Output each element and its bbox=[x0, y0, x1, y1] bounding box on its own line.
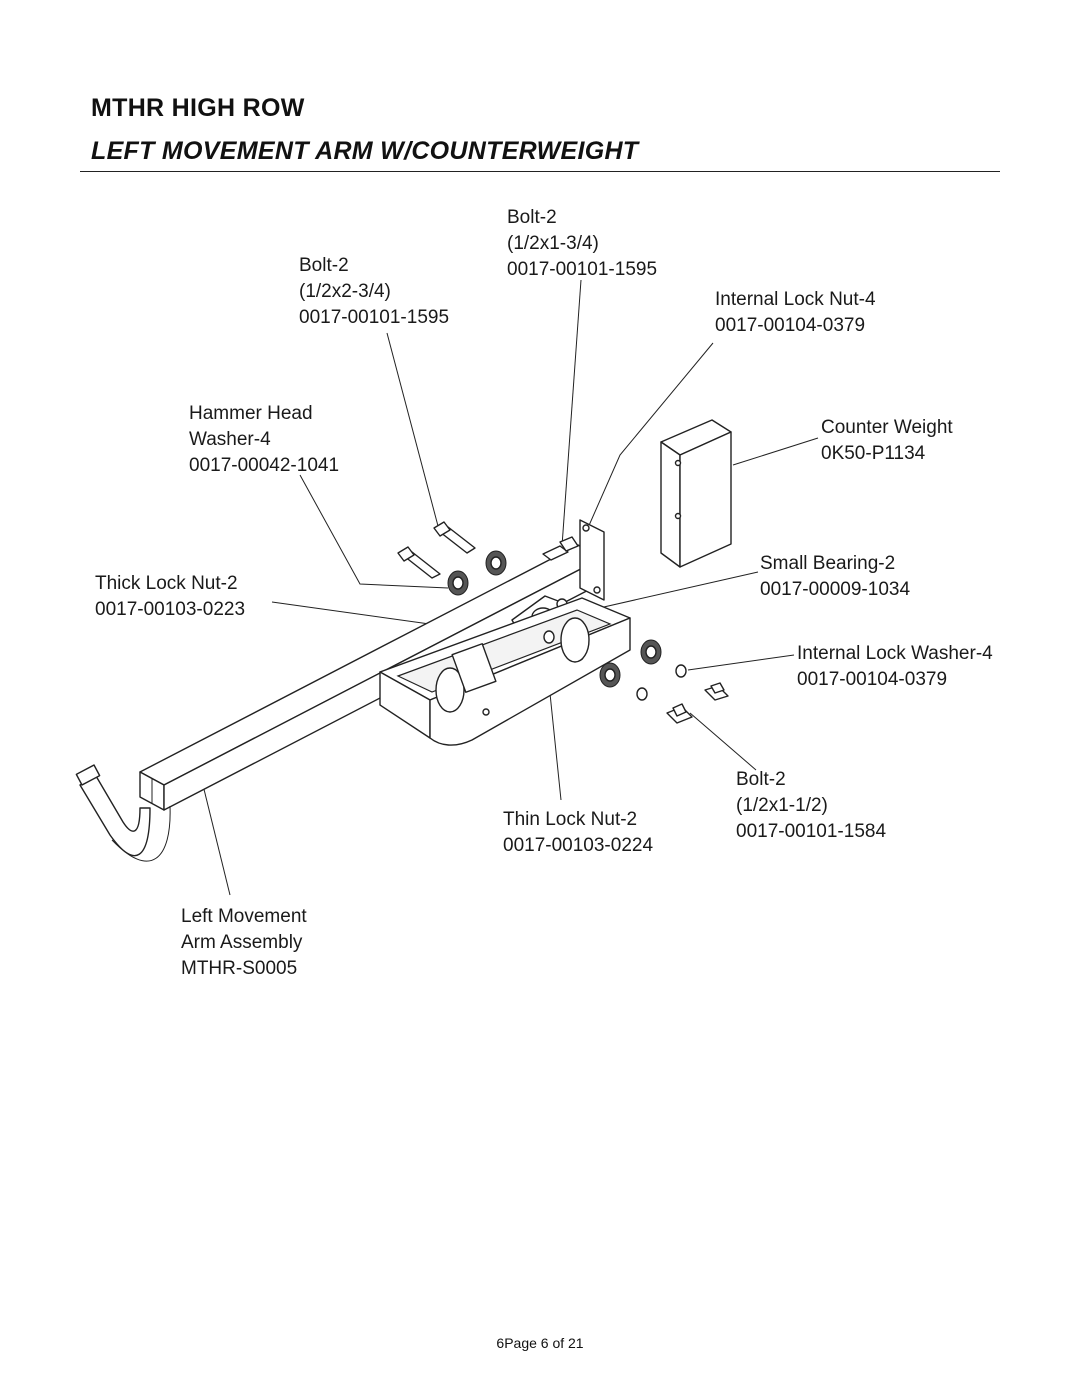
callout-thin-lock-nut-name: Thin Lock Nut-2 bbox=[503, 809, 638, 830]
page-subtitle: LEFT MOVEMENT ARM W/COUNTERWEIGHT bbox=[91, 137, 639, 165]
callout-left-movement-arm: Left Movement Arm Assembly MTHR-S0005 bbox=[181, 904, 307, 982]
arm-handle bbox=[75, 764, 171, 862]
callout-internal-lock-washer: Internal Lock Washer-4 0017-00104-0379 bbox=[797, 641, 993, 693]
callout-internal-lock-nut: Internal Lock Nut-4 0017-00104-0379 bbox=[715, 287, 876, 339]
callout-bolt-left: Bolt-2 (1/2x2-3/4) 0017-00101-1595 bbox=[299, 253, 449, 331]
callout-counter-weight-part: 0K50-P1134 bbox=[821, 443, 926, 464]
callout-thin-lock-nut-part: 0017-00103-0224 bbox=[503, 835, 654, 856]
bolt-top-right bbox=[542, 536, 579, 561]
callout-bolt-bottom-part: 0017-00101-1584 bbox=[736, 821, 887, 842]
callout-counter-weight-name: Counter Weight bbox=[821, 417, 953, 438]
callout-hammer-head-washer: Hammer Head Washer-4 0017-00042-1041 bbox=[189, 401, 339, 479]
mounting-plate bbox=[579, 519, 605, 601]
callout-bolt-bottom-size: (1/2x1-1/2) bbox=[736, 795, 828, 816]
washers bbox=[543, 630, 687, 701]
bolt-lower bbox=[397, 546, 441, 579]
callout-bolt-left-name: Bolt-2 bbox=[299, 255, 349, 276]
callout-internal-lock-washer-part: 0017-00104-0379 bbox=[797, 669, 948, 690]
callout-bolt-top-name: Bolt-2 bbox=[507, 207, 557, 228]
title-divider bbox=[80, 171, 1000, 172]
callout-left-movement-arm-name2: Arm Assembly bbox=[181, 932, 303, 953]
callout-internal-lock-nut-name: Internal Lock Nut-4 bbox=[715, 289, 876, 310]
callout-small-bearing-part: 0017-00009-1034 bbox=[760, 579, 911, 600]
callout-bolt-top: Bolt-2 (1/2x1-3/4) 0017-00101-1595 bbox=[507, 205, 657, 283]
callout-internal-lock-washer-name: Internal Lock Washer-4 bbox=[797, 643, 993, 664]
callout-counter-weight: Counter Weight 0K50-P1134 bbox=[821, 415, 953, 467]
page-title: MTHR HIGH ROW bbox=[91, 94, 305, 122]
callout-small-bearing-name: Small Bearing-2 bbox=[760, 553, 896, 574]
callout-bolt-left-size: (1/2x2-3/4) bbox=[299, 281, 391, 302]
callout-thick-lock-nut-part: 0017-00103-0223 bbox=[95, 599, 246, 620]
callout-thin-lock-nut: Thin Lock Nut-2 0017-00103-0224 bbox=[503, 807, 653, 859]
carriage-channel bbox=[379, 597, 631, 746]
callout-bolt-bottom: Bolt-2 (1/2x1-1/2) 0017-00101-1584 bbox=[736, 767, 886, 845]
callout-bolt-top-part: 0017-00101-1595 bbox=[507, 259, 658, 280]
callout-thick-lock-nut: Thick Lock Nut-2 0017-00103-0223 bbox=[95, 571, 245, 623]
callout-small-bearing: Small Bearing-2 0017-00009-1034 bbox=[760, 551, 910, 603]
callout-left-movement-arm-name: Left Movement bbox=[181, 906, 307, 927]
bolt-bottom-right-1 bbox=[704, 682, 729, 701]
callout-hammer-head-washer-name: Hammer Head bbox=[189, 403, 313, 424]
bolts bbox=[397, 521, 729, 724]
callout-hammer-head-washer-part: 0017-00042-1041 bbox=[189, 455, 340, 476]
page-footer: 6Page 6 of 21 bbox=[496, 1335, 584, 1351]
bolt-bottom-right-2 bbox=[666, 703, 693, 724]
leader-lines bbox=[199, 279, 819, 896]
bolt-upper bbox=[433, 521, 476, 554]
callout-bolt-bottom-name: Bolt-2 bbox=[736, 769, 786, 790]
callout-internal-lock-nut-part: 0017-00104-0379 bbox=[715, 315, 866, 336]
callout-left-movement-arm-part: MTHR-S0005 bbox=[181, 958, 298, 979]
counter-weight-block bbox=[660, 419, 732, 568]
callout-bolt-left-part: 0017-00101-1595 bbox=[299, 307, 450, 328]
thick-lock-nuts bbox=[447, 550, 662, 688]
callout-bolt-top-size: (1/2x1-3/4) bbox=[507, 233, 599, 254]
callout-hammer-head-washer-name2: Washer-4 bbox=[189, 429, 271, 450]
callout-thick-lock-nut-name: Thick Lock Nut-2 bbox=[95, 573, 238, 594]
